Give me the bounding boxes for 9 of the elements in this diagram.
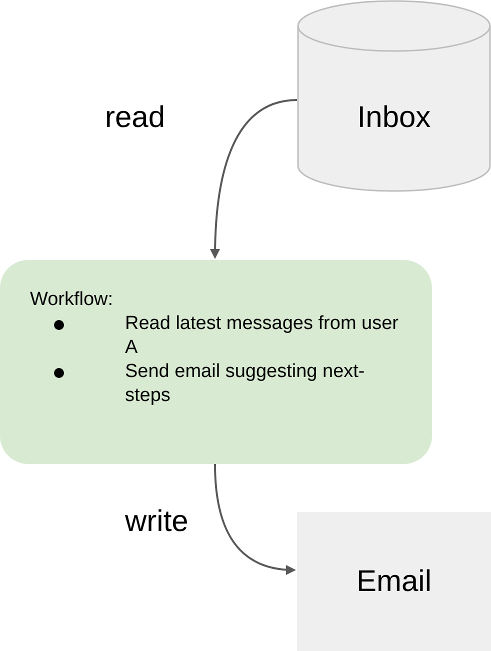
list-item: Send email suggesting next-steps — [125, 360, 366, 408]
node-label: Inbox — [356, 100, 432, 136]
node-label: Email — [356, 564, 432, 600]
arrow — [210, 99, 298, 259]
output-box — [297, 512, 491, 651]
heading: Workflow: — [30, 288, 114, 312]
process-box — [0, 260, 432, 464]
arrow — [214, 464, 296, 575]
list-item: Read latest messages from user A — [125, 312, 400, 360]
